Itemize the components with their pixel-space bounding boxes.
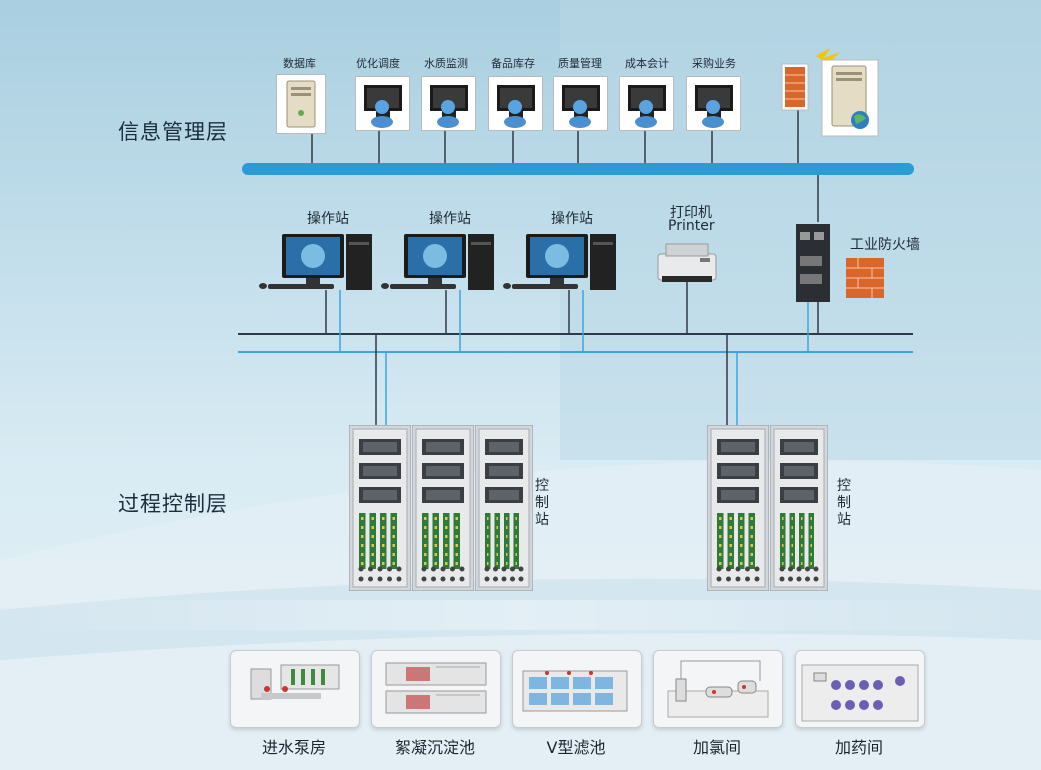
node-label-water-quality: 水质监测 xyxy=(424,57,468,70)
operator-label-2: 操作站 xyxy=(429,211,471,227)
node-label-spare-parts: 备品库存 xyxy=(491,57,535,70)
node-label-optimize: 优化调度 xyxy=(356,57,400,70)
operator-label-1: 操作站 xyxy=(307,211,349,227)
facility-label-pump: 进水泵房 xyxy=(261,738,326,757)
printer-label-en: Printer xyxy=(668,218,715,234)
client-icon-water-quality xyxy=(421,76,476,131)
facility-label-dosing: 加药间 xyxy=(834,738,883,757)
layer-label-info: 信息管理层 xyxy=(118,120,228,144)
printer-label-cn: 打印机 xyxy=(670,205,712,221)
internet-gateway-icon xyxy=(781,48,879,137)
node-label-cost: 成本会计 xyxy=(625,57,669,70)
facility-thumb-flocculation xyxy=(371,650,501,728)
operator-label-3: 操作站 xyxy=(551,211,593,227)
client-icon-procurement xyxy=(686,76,741,131)
control-cabinet xyxy=(349,425,411,591)
facility-label-flocculation: 絮凝沉淀池 xyxy=(394,738,475,757)
client-icon-optimize xyxy=(355,76,410,131)
control-station-label-2: 控制站 xyxy=(837,478,851,528)
control-cabinet xyxy=(707,425,769,591)
control-cabinet xyxy=(770,425,828,591)
control-cabinet xyxy=(475,425,533,591)
facility-thumb-chlorination xyxy=(653,650,783,728)
industrial-firewall-icon xyxy=(796,224,884,302)
facility-thumb-dosing xyxy=(795,650,925,728)
operator-workstation-icon xyxy=(381,234,494,290)
facility-label-v-filter: V型滤池 xyxy=(546,738,606,757)
info-network-bus xyxy=(242,163,914,175)
client-icon-cost xyxy=(619,76,674,131)
control-station-label-1: 控制站 xyxy=(535,478,549,528)
client-icon-quality xyxy=(553,76,608,131)
facility-label-chlorination: 加氯间 xyxy=(692,738,741,757)
node-label-quality: 质量管理 xyxy=(558,57,602,70)
operator-workstation-icon xyxy=(503,234,616,290)
client-icon-spare-parts xyxy=(488,76,543,131)
operator-workstation-icon xyxy=(259,234,372,290)
printer-icon xyxy=(657,243,717,282)
database-server-icon xyxy=(276,74,326,134)
layer-label-process: 过程控制层 xyxy=(118,492,228,516)
control-cabinet xyxy=(412,425,474,591)
info-node-drops xyxy=(311,110,819,222)
facility-thumb-pump xyxy=(230,650,360,728)
firewall-label: 工业防火墙 xyxy=(850,237,920,253)
facility-thumb-v-filter xyxy=(512,650,642,728)
node-label-procurement: 采购业务 xyxy=(692,57,736,70)
node-label-database: 数据库 xyxy=(283,57,316,70)
